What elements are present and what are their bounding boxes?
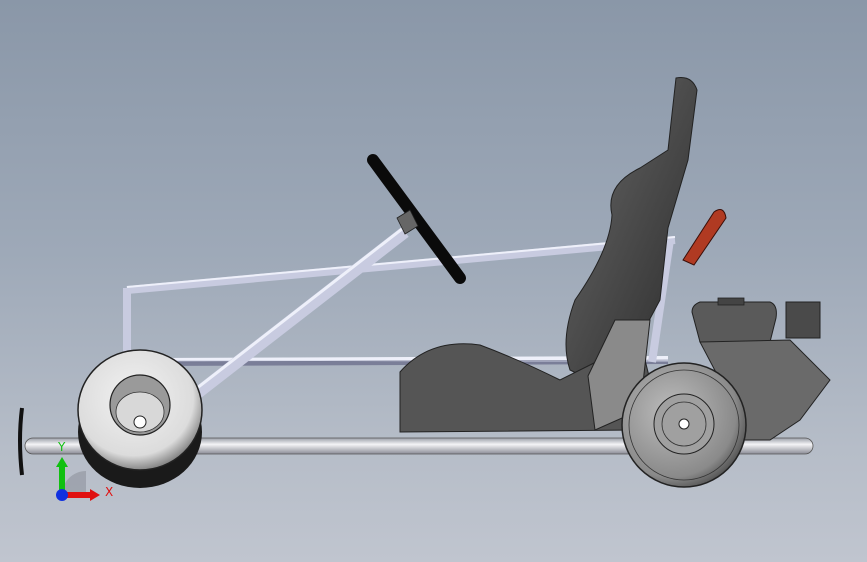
y-axis-label: Y — [58, 440, 66, 454]
steering-wheel — [367, 154, 466, 284]
x-axis-label: X — [105, 485, 114, 499]
upper-frame-rail — [126, 236, 676, 294]
rear-post — [648, 239, 674, 363]
rear-tire — [621, 362, 747, 488]
triad-icon — [56, 457, 100, 501]
bottom-frame-rail — [24, 437, 814, 455]
brake-lever — [682, 209, 727, 266]
front-bumper — [18, 407, 24, 476]
front-tire — [77, 349, 203, 488]
axis-triad: Y X — [40, 440, 130, 520]
steering-column-tube — [191, 227, 409, 400]
seat — [399, 77, 698, 433]
